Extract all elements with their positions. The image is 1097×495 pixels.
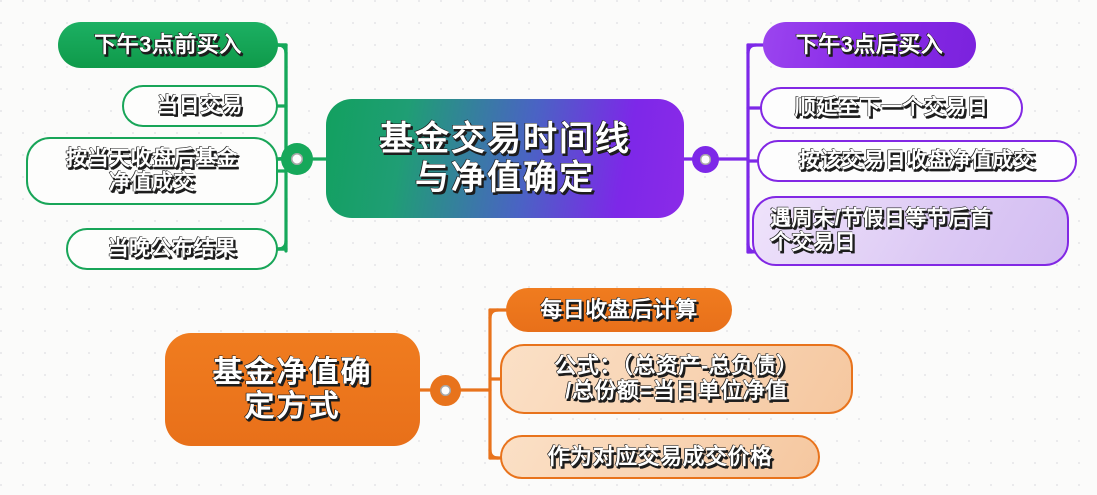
purple-node-3[interactable]: 按该交易日收盘净值成交 xyxy=(757,140,1077,182)
hub-hole xyxy=(290,152,304,166)
green-node-1-label: 下午3点前买入 xyxy=(94,31,242,57)
green-node-3[interactable]: 按当天收盘后基金 净值成交 xyxy=(26,137,278,205)
hub-hole xyxy=(700,154,711,165)
orange-node-1-label: 每日收盘后计算 xyxy=(540,296,698,322)
green-node-2[interactable]: 当日交易 xyxy=(122,85,278,127)
purple-node-3-label: 按该交易日收盘净值成交 xyxy=(798,149,1036,173)
green-hub[interactable] xyxy=(281,143,313,175)
orange-node-2[interactable]: 公式：（总资产-总负债） /总份额=当日单位净值 xyxy=(500,344,853,414)
purple-node-2[interactable]: 顺延至下一个交易日 xyxy=(760,87,1023,129)
green-node-1[interactable]: 下午3点前买入 xyxy=(58,22,278,68)
orange-node-1[interactable]: 每日收盘后计算 xyxy=(506,288,732,332)
green-node-2-label: 当日交易 xyxy=(157,94,243,118)
purple-node-4-label: 遇周末/节假日等节后首 个交易日 xyxy=(770,207,992,254)
orange-hub[interactable] xyxy=(430,375,461,406)
orange-node-2-label: 公式：（总资产-总负债） /总份额=当日单位净值 xyxy=(554,353,799,403)
central-node-label: 基金交易时间线 与净值确定 xyxy=(379,120,631,197)
green-node-3-label: 按当天收盘后基金 净值成交 xyxy=(66,147,238,194)
purple-node-2-label: 顺延至下一个交易日 xyxy=(794,96,989,120)
orange-node-3-label: 作为对应交易成交价格 xyxy=(547,443,773,469)
hub-hole xyxy=(439,384,452,397)
orange-root-node-label: 基金净值确 定方式 xyxy=(212,355,373,423)
orange-node-3[interactable]: 作为对应交易成交价格 xyxy=(500,435,820,479)
purple-node-1-label: 下午3点后买入 xyxy=(795,31,944,57)
purple-node-4[interactable]: 遇周末/节假日等节后首 个交易日 xyxy=(752,196,1069,266)
purple-node-1[interactable]: 下午3点后买入 xyxy=(763,22,976,68)
central-node[interactable]: 基金交易时间线 与净值确定 xyxy=(326,99,684,218)
green-node-4-label: 当晚公布结果 xyxy=(107,237,237,261)
orange-root-node[interactable]: 基金净值确 定方式 xyxy=(165,333,420,446)
purple-hub[interactable] xyxy=(692,146,719,173)
green-node-4[interactable]: 当晚公布结果 xyxy=(66,228,278,270)
